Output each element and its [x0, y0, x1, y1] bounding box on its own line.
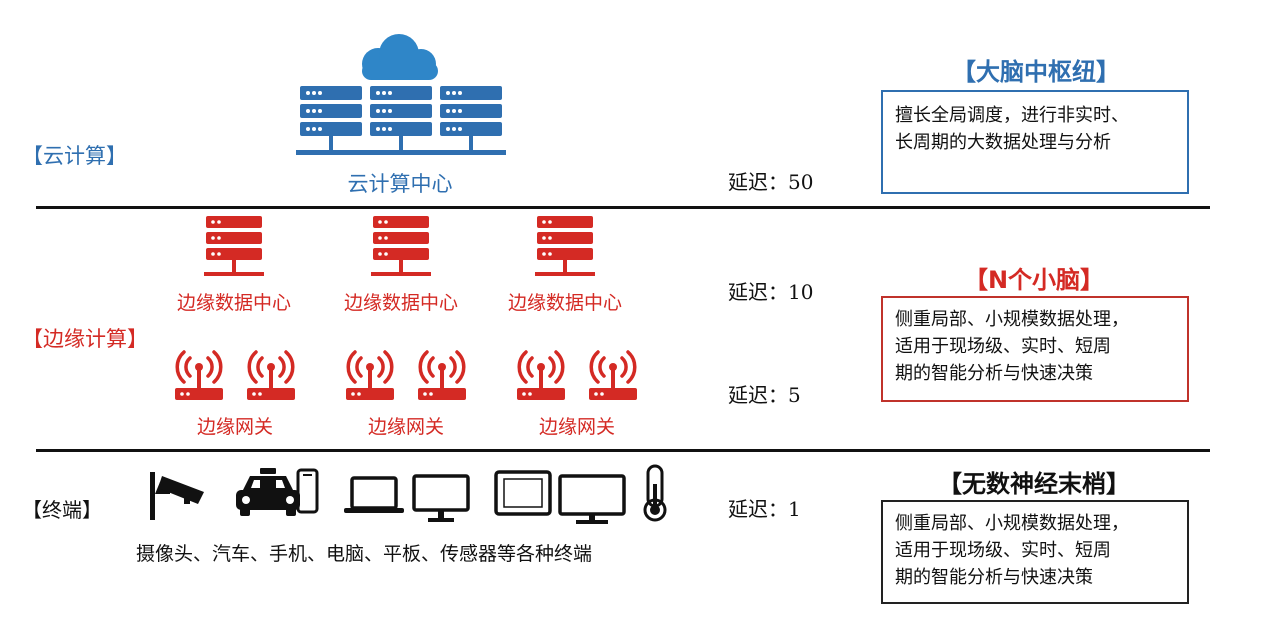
tablet-icon — [494, 470, 552, 516]
router-icon — [418, 350, 466, 400]
edge-datacenter-label: 边缘数据中心 — [343, 292, 458, 314]
edge-gateway-label: 边缘网关 — [538, 416, 615, 438]
router-icon — [346, 350, 394, 400]
camera-icon — [150, 472, 204, 520]
edge-description-box: 侧重局部、小规模数据处理， 适用于现场级、实时、短周 期的智能分析与快速决策 — [881, 296, 1189, 402]
cloud-edge-divider — [36, 206, 1210, 209]
server-icon — [535, 216, 595, 276]
edge-description-line: 期的智能分析与快速决策 — [895, 363, 1093, 384]
router-icon — [175, 350, 223, 400]
car-icon — [236, 468, 300, 516]
thermometer-icon — [643, 464, 667, 522]
laptop-icon — [344, 476, 404, 513]
monitor-icon — [412, 474, 470, 522]
edge-terminal-divider — [36, 449, 1210, 452]
cloud-side-title: 【大脑中枢纽】 — [952, 58, 1120, 86]
edge-datacenter-latency: 延迟：10 — [728, 280, 814, 304]
terminal-latency: 延迟：1 — [728, 497, 801, 521]
cloud-layer-label: 【云计算】 — [22, 144, 127, 168]
router-icon — [589, 350, 637, 400]
edge-gateway-label: 边缘网关 — [196, 416, 273, 438]
server-icon — [371, 216, 431, 276]
edge-datacenter: 边缘数据中心 — [333, 214, 469, 315]
terminal-devices — [148, 464, 678, 524]
terminal-description-line: 适用于现场级、实时、短周 — [895, 540, 1111, 561]
cloud-description-line: 长周期的大数据处理与分析 — [895, 132, 1111, 153]
edge-gateway: 边缘网关 — [341, 348, 471, 439]
edge-datacenter: 边缘数据中心 — [166, 214, 302, 315]
edge-gateway-label: 边缘网关 — [367, 416, 444, 438]
edge-side-title: 【N个小脑】 — [963, 266, 1105, 294]
monitor-icon — [558, 474, 626, 524]
terminal-layer-label: 【终端】 — [22, 498, 102, 522]
terminal-description-line: 期的智能分析与快速决策 — [895, 567, 1093, 588]
terminal-description-line: 侧重局部、小规模数据处理， — [895, 513, 1129, 534]
terminal-devices-caption: 摄像头、汽车、手机、电脑、平板、传感器等各种终端 — [136, 543, 593, 565]
router-icon — [247, 350, 295, 400]
cloud-description-line: 擅长全局调度，进行非实时、 — [895, 105, 1129, 126]
edge-layer-label: 【边缘计算】 — [22, 327, 148, 351]
edge-description-line: 侧重局部、小规模数据处理， — [895, 309, 1129, 330]
edge-gateway-latency: 延迟：5 — [728, 383, 801, 407]
edge-datacenter: 边缘数据中心 — [497, 214, 633, 315]
server-icon — [204, 216, 264, 276]
cloud-datacenter-icon — [296, 34, 506, 155]
terminal-side-title: 【无数神经末梢】 — [938, 470, 1130, 498]
phone-icon — [296, 468, 319, 514]
edge-gateway: 边缘网关 — [512, 348, 642, 439]
edge-gateway: 边缘网关 — [170, 348, 300, 439]
cloud-latency: 延迟：50 — [728, 170, 814, 194]
terminal-description-box: 侧重局部、小规模数据处理， 适用于现场级、实时、短周 期的智能分析与快速决策 — [881, 500, 1189, 604]
edge-description-line: 适用于现场级、实时、短周 — [895, 336, 1111, 357]
edge-datacenter-label: 边缘数据中心 — [507, 292, 622, 314]
router-icon — [517, 350, 565, 400]
cloud-center-label: 云计算中心 — [347, 172, 453, 196]
cloud-description-box: 擅长全局调度，进行非实时、 长周期的大数据处理与分析 — [881, 90, 1189, 194]
edge-datacenter-label: 边缘数据中心 — [176, 292, 291, 314]
